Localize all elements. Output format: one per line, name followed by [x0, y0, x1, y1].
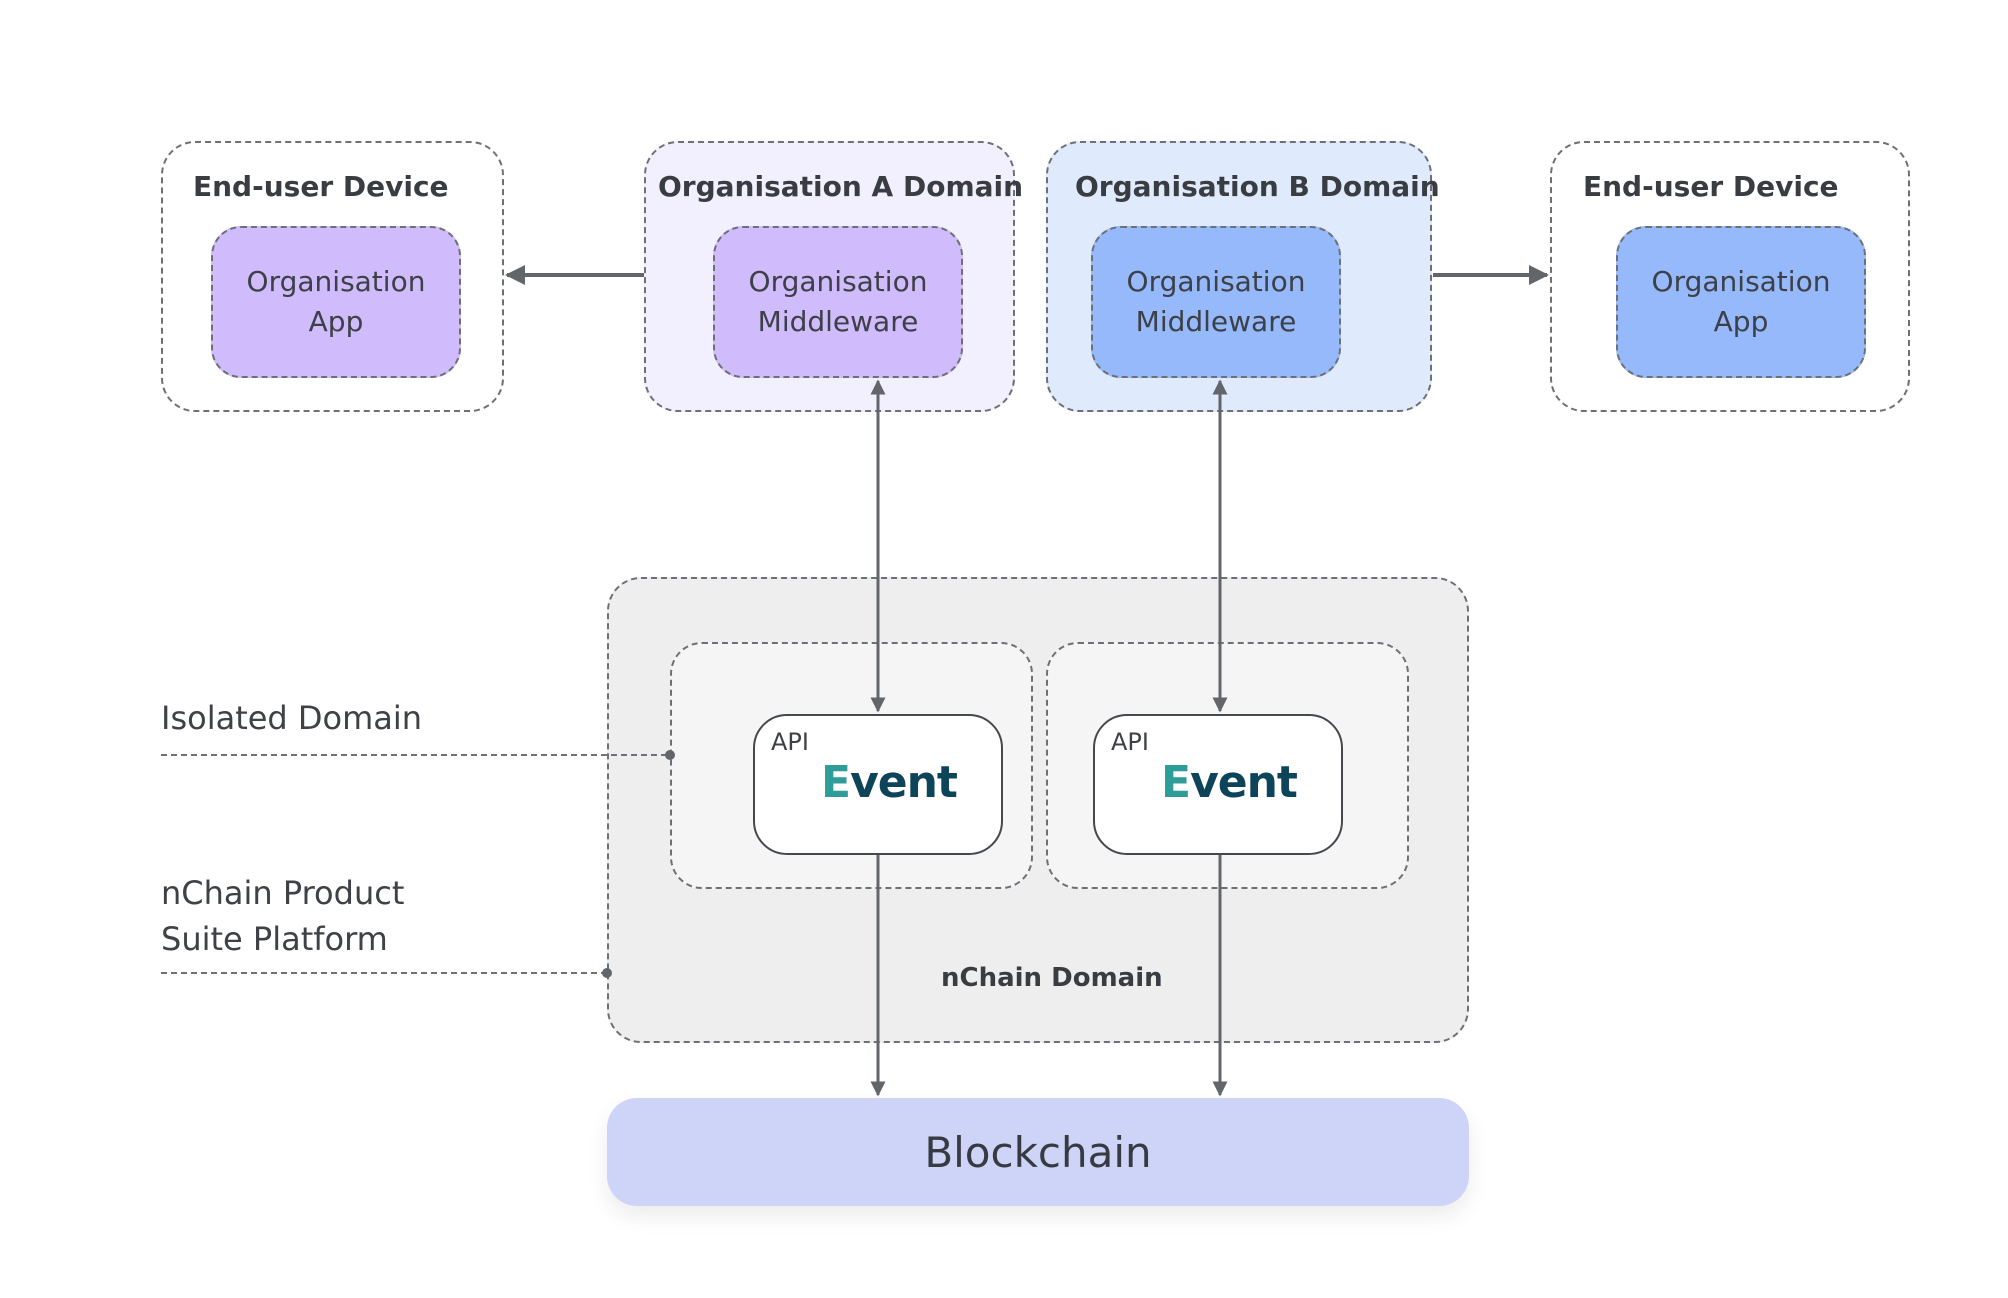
event-logo-stem: E — [1161, 757, 1191, 808]
left-organisation-app[interactable]: Organisation App — [211, 226, 461, 378]
blockchain[interactable]: Blockchain — [607, 1098, 1469, 1206]
right-app-line1: Organisation — [1651, 265, 1831, 298]
org-b-middleware-line1: Organisation — [1126, 265, 1306, 298]
event-logo-rest: vent — [1190, 757, 1298, 808]
blockchain-label: Blockchain — [924, 1127, 1152, 1177]
org-a-middleware-line2: Middleware — [757, 305, 919, 338]
left-app-line1: Organisation — [246, 265, 426, 298]
right-app-line2: App — [1713, 305, 1769, 338]
org-b-title: Organisation B Domain — [1075, 170, 1440, 203]
org-b-middleware[interactable]: Organisation Middleware — [1091, 226, 1341, 378]
platform-label-line2: Suite Platform — [161, 920, 388, 958]
isolated-domain-leader-dot — [665, 750, 675, 760]
right-device-title: End-user Device — [1583, 170, 1839, 203]
org-a-middleware[interactable]: Organisation Middleware — [713, 226, 963, 378]
api-tag: API — [771, 728, 809, 756]
event-logo-stem: E — [821, 757, 851, 808]
event-logo-rest: vent — [850, 757, 958, 808]
org-b-middleware-line2: Middleware — [1135, 305, 1297, 338]
isolated-domain-label: Isolated Domain — [161, 699, 423, 737]
api-event-service-a[interactable]: API Event — [753, 714, 1003, 855]
left-device-title: End-user Device — [193, 170, 449, 203]
platform-label-line1: nChain Product — [161, 874, 405, 912]
nchain-domain-title: nChain Domain — [941, 963, 1163, 993]
platform-label: nChain Product Suite Platform — [161, 870, 404, 962]
api-event-service-b[interactable]: API Event — [1093, 714, 1343, 855]
event-logo: Event — [1161, 757, 1298, 808]
event-logo: Event — [821, 757, 958, 808]
right-organisation-app[interactable]: Organisation App — [1616, 226, 1866, 378]
api-tag: API — [1111, 728, 1149, 756]
platform-leader-dot — [602, 968, 612, 978]
org-a-middleware-line1: Organisation — [748, 265, 928, 298]
org-a-title: Organisation A Domain — [658, 170, 1024, 203]
left-app-line2: App — [308, 305, 364, 338]
